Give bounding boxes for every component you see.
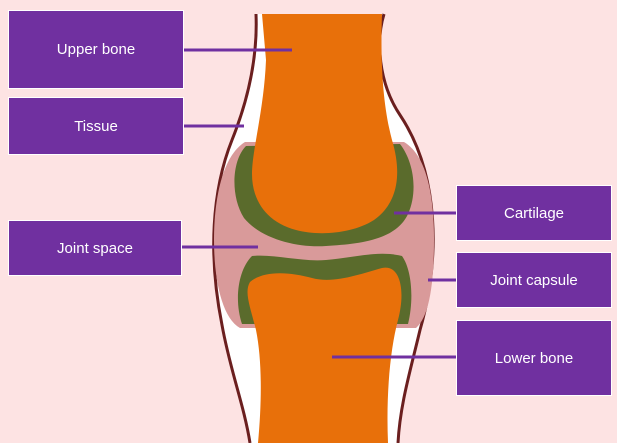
label-upper-bone: Upper bone bbox=[8, 10, 184, 89]
label-joint-capsule: Joint capsule bbox=[456, 252, 612, 308]
upper-bone bbox=[252, 14, 397, 233]
label-cartilage: Cartilage bbox=[456, 185, 612, 241]
lower-bone bbox=[248, 268, 402, 443]
label-lower-bone: Lower bone bbox=[456, 320, 612, 396]
label-joint-space: Joint space bbox=[8, 220, 182, 276]
label-tissue: Tissue bbox=[8, 97, 184, 155]
